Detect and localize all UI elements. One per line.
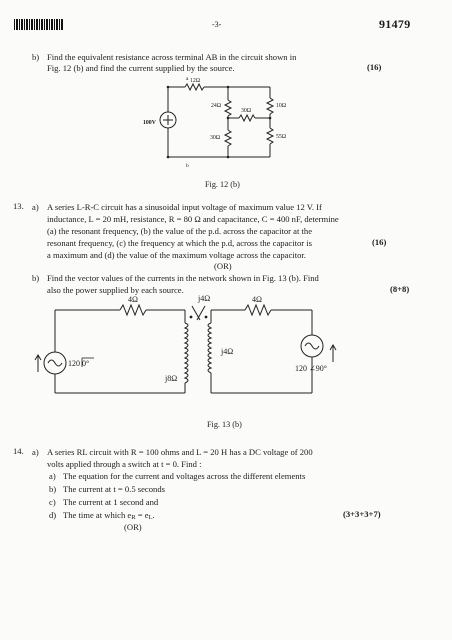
fig13-r-right: 4Ω <box>252 295 262 304</box>
page-number: -3- <box>212 20 222 29</box>
q13a-line-5: a maximum and (d) the value of the maxim… <box>47 250 306 260</box>
fig12-node-a: a <box>186 76 189 82</box>
fig12-r-left: 24Ω <box>211 103 222 109</box>
fig13-r-left: 4Ω <box>128 295 138 304</box>
fig13-x-mutual: j4Ω <box>197 294 210 303</box>
barcode <box>14 19 64 30</box>
fig-12b-circuit: 12Ω 24Ω 30Ω 10Ω 30Ω 55Ω 100V a b <box>143 76 287 169</box>
q13a-marks: (16) <box>372 237 387 247</box>
fig12-source: 100V <box>143 120 157 126</box>
fig12-r-top: 12Ω <box>190 78 201 84</box>
q13a-label: a) <box>32 202 39 212</box>
fig13-x-right: j4Ω <box>220 347 233 356</box>
q13b-marks: (8+8) <box>390 284 410 294</box>
q14a-label: a) <box>32 447 39 457</box>
q13a-line-4: resonant frequency, (c) the frequency at… <box>47 238 313 248</box>
q12b-marks: (16) <box>367 62 382 72</box>
q14a-item-b-label: b) <box>49 484 57 494</box>
fig13-x-left: j8Ω <box>164 374 177 383</box>
fig-12b-caption: Fig. 12 (b) <box>205 180 240 189</box>
q14a-item-d: The time at which eR = eL. <box>63 510 155 521</box>
fig-13b-caption: Fig. 13 (b) <box>207 420 242 429</box>
q14a-item-c-label: c) <box>49 497 56 507</box>
paper-code: 91479 <box>379 17 411 31</box>
q13b-label: b) <box>32 273 40 283</box>
q14a-item-a-label: a) <box>49 471 56 481</box>
fig12-r-right: 10Ω <box>276 103 287 109</box>
q13a-line-1: A series L-R-C circuit has a sinusoidal … <box>47 202 322 212</box>
q14a-item-d-label: d) <box>49 510 57 520</box>
q14-number: 14. <box>13 446 24 456</box>
q14a-item-a: The equation for the current and voltage… <box>63 471 306 481</box>
q14a-line-2: volts applied through a switch at t = 0.… <box>47 459 202 469</box>
q13a-line-2: inductance, L = 20 mH, resistance, R = 8… <box>47 214 339 224</box>
q14a-item-b: The current at t = 0.5 seconds <box>63 484 165 494</box>
q14a-line-1: A series RL circuit with R = 100 ohms an… <box>47 447 313 457</box>
q13b-line-1: Find the vector values of the currents i… <box>47 273 319 283</box>
or-14: (OR) <box>124 522 142 532</box>
fig12-r-mid: 30Ω <box>241 108 252 114</box>
q13b-line-2: also the power supplied by each source. <box>47 285 184 295</box>
q14a-marks: (3+3+3+7) <box>343 509 381 519</box>
fig13-source-right: 120 ∠90° <box>295 364 327 373</box>
q12b-line-1: Find the equivalent resistance across te… <box>47 52 297 62</box>
q13a-line-3: (a) the resonant frequency, (b) the valu… <box>47 226 313 236</box>
q13-number: 13. <box>13 201 24 211</box>
fig12-r-bottom-left: 30Ω <box>210 135 221 141</box>
q12b-label: b) <box>32 52 40 62</box>
or-13: (OR) <box>214 261 232 271</box>
q14a-item-c: The current at 1 second and <box>63 497 159 507</box>
fig12-node-b: b <box>186 163 189 169</box>
fig12-r-bottom-right: 55Ω <box>276 134 287 140</box>
q12b-line-2: Fig. 12 (b) and find the current supplie… <box>47 63 235 73</box>
